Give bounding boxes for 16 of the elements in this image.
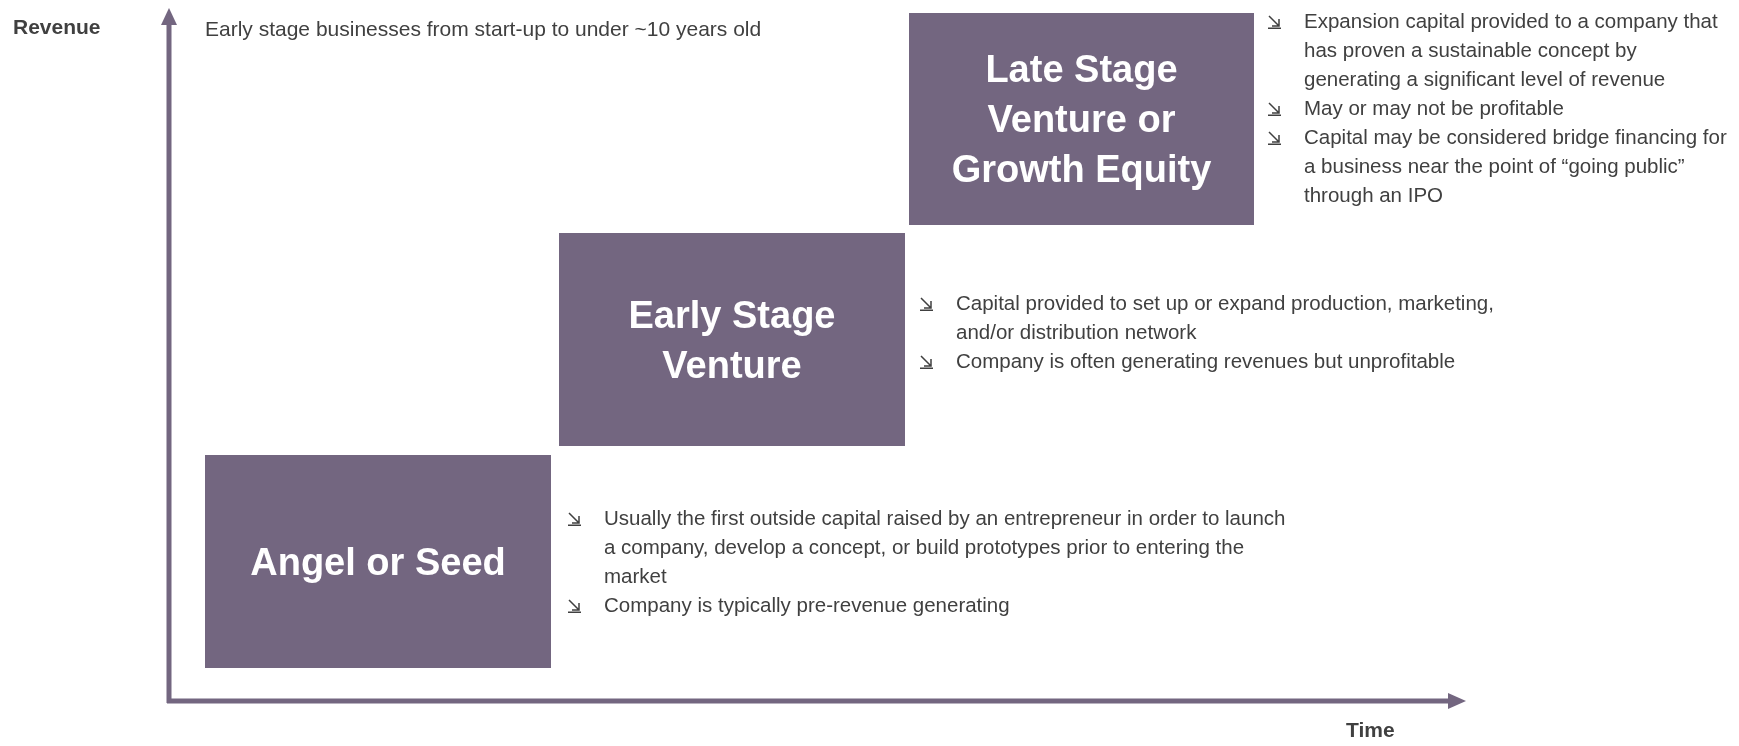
stage-box xyxy=(559,233,905,446)
stage-title: Angel or Seed xyxy=(249,539,507,585)
bullet-text: Capital may be considered bridge financing for a business near the point of “going public” through an IPO xyxy=(1304,125,1727,206)
stage-title: Late Stage Venture or Growth Equity xyxy=(950,47,1213,192)
axis-label: Time xyxy=(1346,717,1396,743)
stage-title: Early Stage Venture xyxy=(627,292,837,388)
axis-label: Revenue xyxy=(13,14,102,40)
note-text: Early stage businesses from start-up to under ~10 years old xyxy=(205,16,763,42)
stage-box xyxy=(205,455,551,668)
bullet-text: Company is often generating revenues but unprofitable xyxy=(956,349,1456,372)
bullet-text: Company is typically pre-revenue generating xyxy=(604,593,1010,616)
bullet-text: May or may not be profitable xyxy=(1304,96,1564,119)
bullet-text: Usually the first outside capital raised by an entrepreneur in order to launch a company, develop a concept, or build prototypes prior to entering the market xyxy=(604,506,1286,587)
stage-box xyxy=(909,13,1254,225)
bullet-text: Capital provided to set up or expand production, marketing, and/or distribution network xyxy=(956,291,1494,343)
bullet-text: Expansion capital provided to a company that has proven a sustainable concept by generating a significant level of revenue xyxy=(1304,9,1718,90)
